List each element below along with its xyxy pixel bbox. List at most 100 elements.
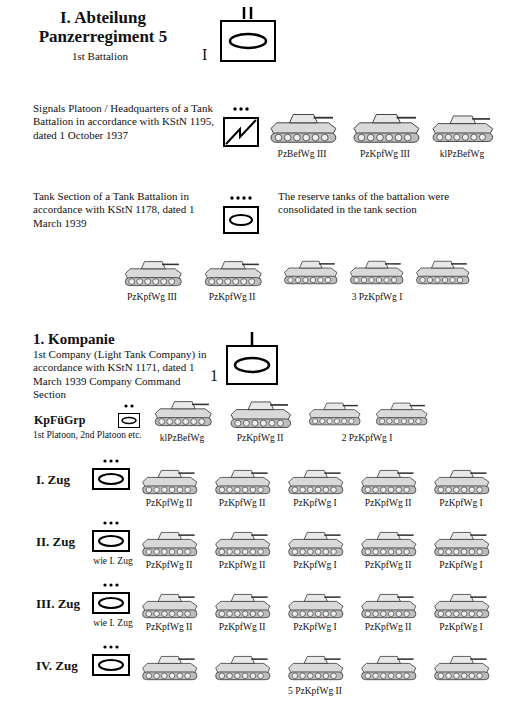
tank-illustration [271,114,336,142]
note-text: Tank Section of a Tank Battalion in acco… [33,190,218,230]
armor-oval [230,34,266,48]
tank-illustration [143,656,197,679]
echelon-dot [130,404,133,407]
armor-oval [99,660,123,670]
tank-illustration [216,594,270,617]
tank-section-symbol [224,207,258,233]
tank-illustration [143,470,197,493]
tank-illustration [417,261,470,284]
armor-oval [99,598,123,608]
unit-symbol: IV. Zug [92,654,130,676]
echelon-dot [248,196,251,199]
signals-lightning [226,120,256,144]
tank-illustration [309,403,360,425]
tank-illustration [216,656,270,679]
diagram-title: I. Abteilung Panzerregiment 5 [28,8,178,46]
tank-illustration [143,594,197,617]
vehicle-caption: PzKpfWg II [346,560,430,572]
armor-oval [99,474,123,484]
armor-oval [99,536,123,546]
tank-illustration [285,261,338,284]
echelon-dot [103,645,106,648]
unit-symbol: I. Zug [92,468,130,490]
unit-label: I [202,46,216,64]
note-text: 1. Kompanie [33,330,193,348]
vehicle-caption: PzKpfWg II [127,498,211,510]
vehicle-caption: klPzBefWg [420,149,504,161]
echelon-dot [245,107,248,110]
echelon-dot [233,107,236,110]
tank-illustration [435,532,489,555]
tank-illustration [216,470,270,493]
vehicle-caption: PzKpfWg I [273,622,357,634]
unit-symbol: III. Zugwie I. Zug [92,592,130,614]
tank-illustration [362,470,416,493]
vehicle-caption: PzBefWg III [260,149,344,161]
note-text: 1st Company (Light Tank Company) in acco… [33,348,213,402]
unit-label: wie I. Zug [88,618,138,628]
unit-symbol: I [220,20,276,62]
tank-illustration [205,262,261,286]
vehicle-caption: PzKpfWg II [346,498,430,510]
note-text: 1st Battalion [40,50,160,63]
unit-label: III. Zug [36,597,91,611]
tank-illustration [289,656,343,679]
unit-label: IV. Zug [36,659,91,673]
echelon-dot [103,521,106,524]
vehicle-caption: PzKpfWg II [346,622,430,634]
vehicle-caption: PzKpfWg II [127,560,211,572]
tank-illustration [362,656,416,679]
tank-illustration [354,114,419,142]
echelon-dot [115,645,118,648]
unit-label: II. Zug [36,535,91,549]
echelon-dot [109,521,112,524]
tank-illustration [289,532,343,555]
tank-illustration [435,470,489,493]
vehicle-caption: PzKpfWg II [218,433,302,445]
tank-illustration [143,532,197,555]
echelon-dot [242,196,245,199]
unit-symbol: 1 [226,345,278,385]
vehicle-caption: PzKpfWg I [419,622,503,634]
echelon-dot [109,645,112,648]
tank-illustration [231,402,291,428]
echelon-dot [115,583,118,586]
vehicle-caption: 2 PzKpfWg I [325,433,409,445]
vehicle-caption: PzKpfWg II [190,292,274,304]
vehicle-caption: PzKpfWg III [343,149,427,161]
echelon-dot [124,404,127,407]
tank-illustration [155,402,211,426]
vehicle-caption: 3 PzKpfWg I [335,292,419,304]
vehicle-caption: PzKpfWg II [200,622,284,634]
signals-symbol [224,118,258,146]
unit-label: KpFüGrp [34,414,114,427]
unit-label: wie I. Zug [88,556,138,566]
echelon-dot [239,107,242,110]
vehicle-caption: PzKpfWg I [419,560,503,572]
vehicle-caption: PzKpfWg II [200,498,284,510]
tank-illustration [125,262,181,286]
vehicle-caption: PzKpfWg II [127,622,211,634]
tank-illustration [433,116,493,142]
echelon-dot [236,196,239,199]
note-text: The reserve tanks of the battalion were … [278,190,493,217]
tank-illustration [289,594,343,617]
echelon-mark [250,7,253,19]
note-text: Signals Platoon / Headquarters of a Tank… [33,102,218,142]
echelon-dot [109,459,112,462]
armor-oval [235,358,269,372]
vehicle-caption: PzKpfWg II [200,560,284,572]
tank-illustration [216,532,270,555]
vehicle-caption: 5 PzKpfWg II [273,686,357,698]
tank-illustration [362,594,416,617]
echelon-dot [230,196,233,199]
tank-illustration [376,403,427,425]
vehicle-caption: PzKpfWg III [110,292,194,304]
echelon-dot [115,459,118,462]
vehicle-caption: PzKpfWg I [419,498,503,510]
tank-illustration [435,656,489,679]
echelon-mark [251,332,254,345]
tank-illustration [351,261,404,284]
unit-symbol: KpFüGrp [118,413,140,428]
